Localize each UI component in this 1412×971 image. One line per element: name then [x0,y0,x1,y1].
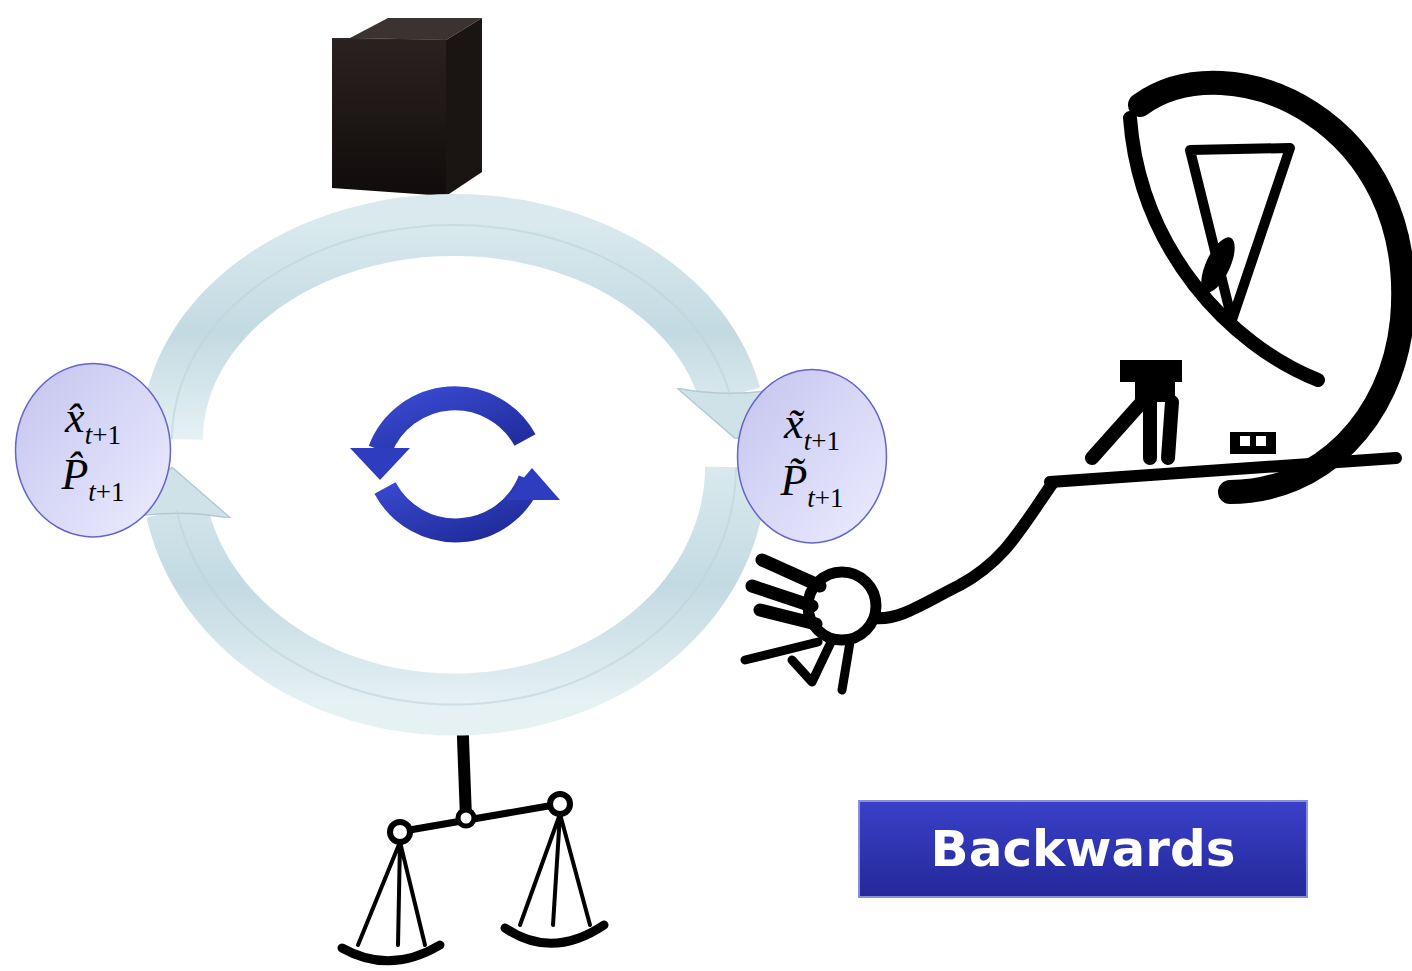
math-base: P̂ [61,450,88,499]
math-base: x̂ [65,393,85,442]
math-base: P̃ [780,456,807,505]
cycle-arrow-edge [172,467,736,704]
state-ellipse: x̃t+1P̃t+1 [736,368,888,544]
inner-arrowhead [505,468,560,500]
math-subscript: t+1 [88,477,124,507]
inner-cycle-arrows [380,398,530,530]
cycle-arrow-body [172,467,736,704]
math-subscript: t+1 [85,420,121,450]
cycle-arrow [172,467,736,704]
state-ellipse: x̂t+1P̂t+1 [14,362,172,538]
inner-arrowhead [350,448,410,480]
black-box [332,18,482,196]
balance-scale [342,712,604,961]
cycle-arrow [172,225,736,439]
math-symbol: x̂t+1 [65,393,121,450]
math-symbol: P̂t+1 [61,450,124,507]
cycle-arrow-edge [172,225,736,439]
button-label: Backwards [931,822,1236,877]
label-button: Backwards [858,800,1308,898]
math-base: x̃ [784,399,804,448]
satellite-dish [1050,83,1403,492]
cycle-arrow-body [172,225,736,439]
math-symbol: x̃t+1 [784,399,840,456]
math-symbol: P̃t+1 [780,456,843,513]
ellipse-outline [14,362,172,538]
math-subscript: t+1 [807,483,843,513]
ellipse-outline [736,368,888,544]
math-subscript: t+1 [804,426,840,456]
